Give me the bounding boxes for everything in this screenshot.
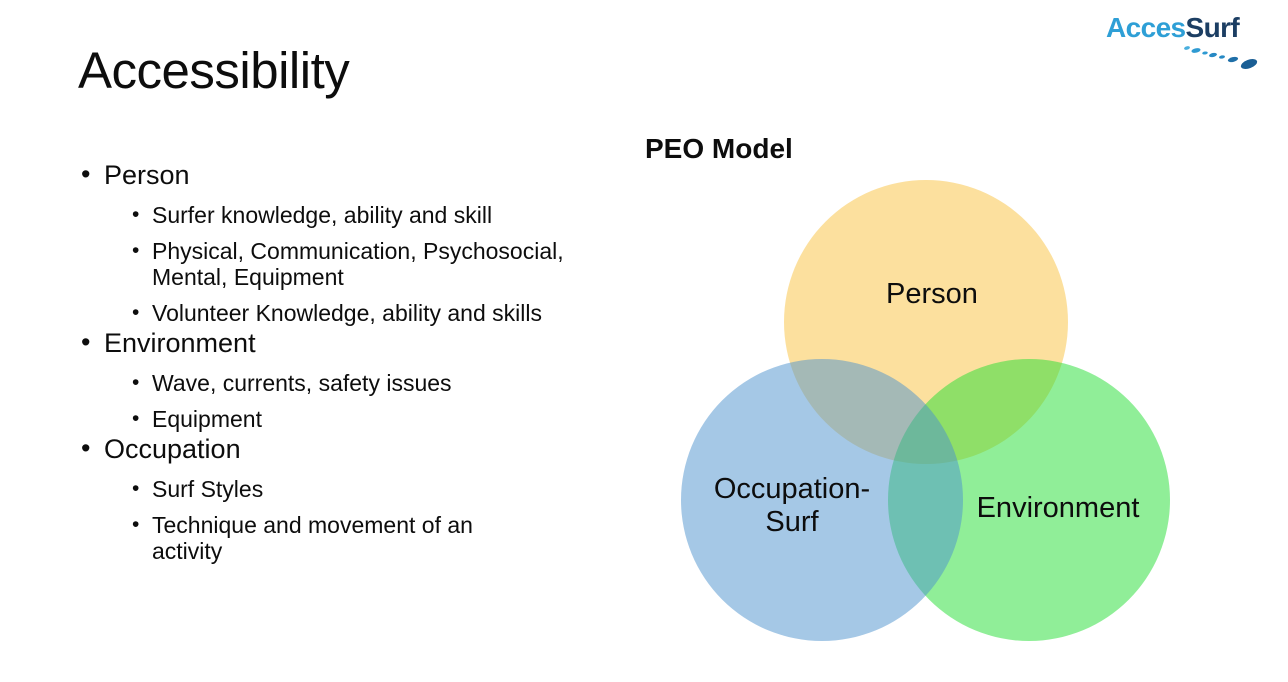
logo-acces-text: Acces — [1106, 12, 1186, 43]
outline-item-label: Equipment — [152, 406, 262, 432]
outline-item: Volunteer Knowledge, ability and skills — [80, 300, 585, 326]
venn-label-line: Surf — [765, 506, 819, 538]
venn-label-environment: Environment — [976, 492, 1140, 524]
page-title: Accessibility — [78, 42, 350, 99]
outline-item-label: Physical, Communication, Psychosocial, M… — [152, 238, 564, 290]
outline-item: Equipment — [80, 406, 585, 432]
hawaiian-islands-icon — [1184, 46, 1258, 69]
outline-item-label: Volunteer Knowledge, ability and skills — [152, 300, 542, 326]
outline-section-occupation: Occupation Surf Styles Technique and mov… — [80, 431, 585, 564]
outline-heading: Occupation — [80, 431, 585, 466]
venn-circle-occupation — [681, 359, 963, 641]
venn-label-line: Occupation- — [713, 473, 871, 505]
outline-item: Wave, currents, safety issues — [80, 370, 585, 396]
accessurf-logo: AccesSurf — [1106, 12, 1276, 69]
accessurf-wordmark: AccesSurf — [1106, 12, 1276, 44]
venn-label-person: Person — [886, 278, 978, 310]
logo-surf-text: Surf — [1185, 12, 1240, 43]
outline-section-person: Person Surfer knowledge, ability and ski… — [80, 157, 585, 326]
outline-item: Technique and movement of an activity — [80, 512, 585, 564]
outline-heading-label: Person — [104, 160, 190, 190]
outline-item-label: Technique and movement of an activity — [152, 512, 473, 564]
outline-heading-label: Environment — [104, 328, 256, 358]
venn-label-occupation-surf: Occupation- Surf — [682, 473, 902, 539]
outline-item: Surfer knowledge, ability and skill — [80, 202, 585, 228]
outline-heading-label: Occupation — [104, 434, 241, 464]
outline-item: Physical, Communication, Psychosocial, M… — [80, 238, 585, 290]
outline-item-label: Surfer knowledge, ability and skill — [152, 202, 493, 228]
diagram-title: PEO Model — [645, 133, 793, 164]
outline-list: Person Surfer knowledge, ability and ski… — [80, 157, 585, 564]
outline-item-label: Wave, currents, safety issues — [152, 370, 452, 396]
outline-item: Surf Styles — [80, 476, 585, 502]
outline-heading: Person — [80, 157, 585, 192]
outline-heading: Environment — [80, 325, 585, 360]
outline-item-label: Surf Styles — [152, 476, 264, 502]
outline-section-environment: Environment Wave, currents, safety issue… — [80, 325, 585, 432]
